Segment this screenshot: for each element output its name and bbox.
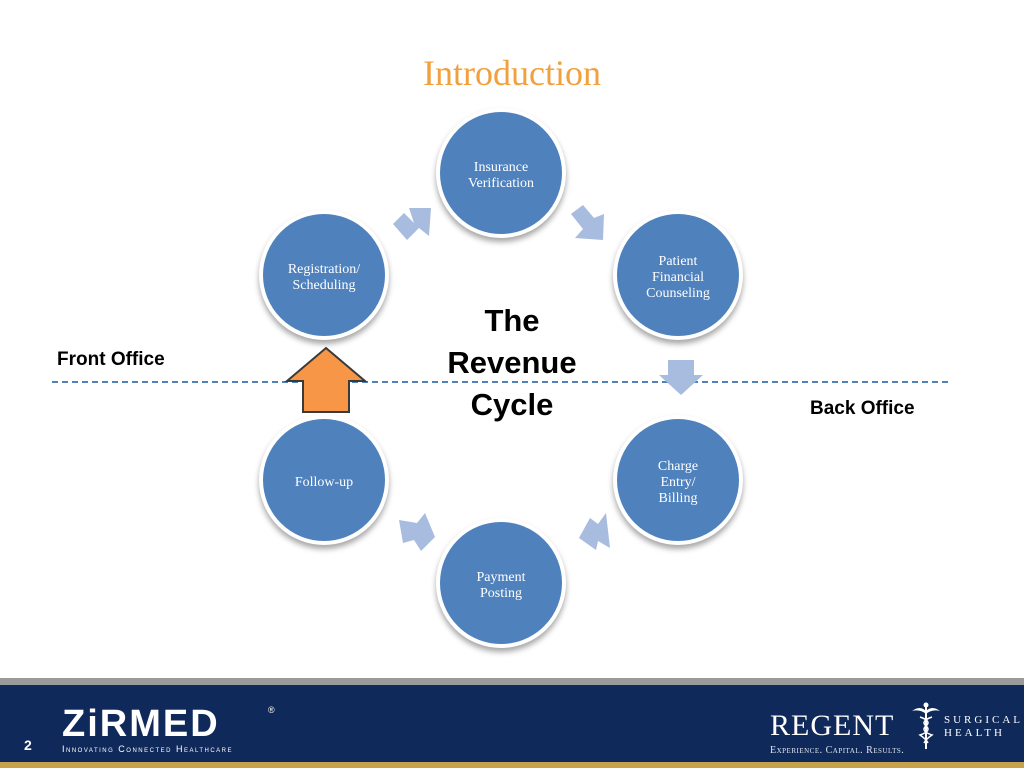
up-arrow <box>284 346 368 413</box>
center-label: The Revenue Cycle <box>447 303 577 422</box>
caduceus-icon <box>912 702 940 749</box>
footer-bottom-stripe <box>0 762 1024 768</box>
footer-band: 2 ZiRMED ® Innovating Connected Healthca… <box>0 685 1024 762</box>
cycle-step-insurance-verification: Insurance Verification <box>436 108 566 238</box>
cycle-step-label: Charge Entry/ Billing <box>657 459 699 506</box>
connector-arrow-2 <box>571 205 604 240</box>
zirmed-logo: ZiRMED <box>62 703 220 745</box>
slide-title: Introduction <box>423 53 601 93</box>
cycle-step-charge-entry-billing: Charge Entry/ Billing <box>613 415 743 545</box>
cycle-step-label: Patient Financial Counseling <box>646 254 710 301</box>
connector-arrow-1 <box>393 208 431 240</box>
regent-tagline: Experience. Capital. Results. <box>770 745 905 756</box>
zirmed-registered-mark: ® <box>268 705 275 715</box>
front-back-office-divider <box>52 381 948 383</box>
connector-arrow-5 <box>399 513 435 551</box>
front-office-label: Front Office <box>57 349 165 370</box>
footer-bar: 2 ZiRMED ® Innovating Connected Healthca… <box>0 678 1024 768</box>
page-number: 2 <box>24 737 32 753</box>
cycle-step-label: Payment Posting <box>476 570 526 601</box>
cycle-step-registration-scheduling: Registration/ Scheduling <box>259 210 389 340</box>
cycle-step-label: Follow-up <box>294 475 354 490</box>
cycle-step-payment-posting: Payment Posting <box>436 518 566 648</box>
cycle-step-follow-up: Follow-up <box>259 415 389 545</box>
cycle-step-patient-financial-counseling: Patient Financial Counseling <box>613 210 743 340</box>
back-office-label: Back Office <box>810 398 915 419</box>
connector-arrow-3 <box>659 360 703 395</box>
regent-logo: REGENT <box>770 709 895 742</box>
connector-arrow-4 <box>579 513 610 550</box>
cycle-step-label: Insurance Verification <box>467 160 535 191</box>
cycle-step-label: Registration/ Scheduling <box>287 262 361 293</box>
regent-health-text: HEALTH <box>944 727 1005 739</box>
zirmed-tagline: Innovating Connected Healthcare <box>62 744 234 754</box>
regent-surgical-text: SURGICAL <box>944 714 1024 726</box>
footer-top-stripe <box>0 678 1024 685</box>
